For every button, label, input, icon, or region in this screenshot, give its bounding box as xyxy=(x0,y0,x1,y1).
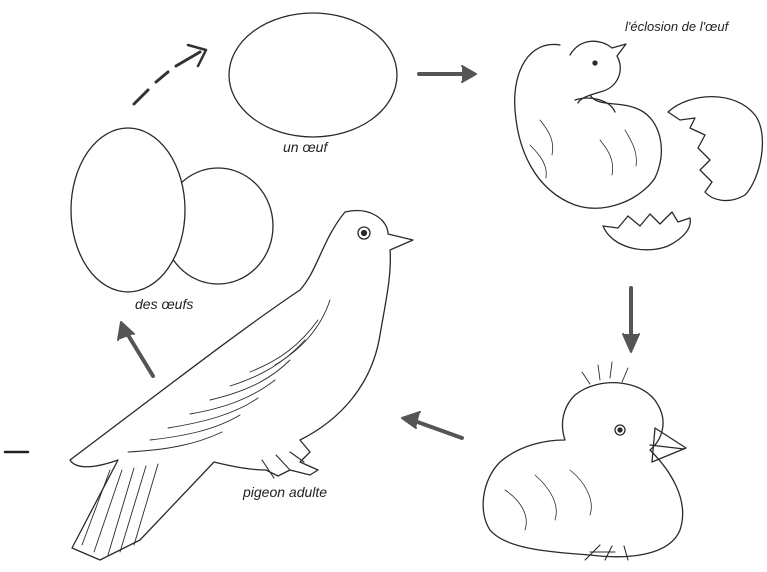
single-egg xyxy=(229,13,397,137)
arrow-chick-to-pigeon xyxy=(402,412,462,438)
arrow-pigeon-to-eggs xyxy=(118,322,153,376)
label-egg: un œuf xyxy=(283,139,327,155)
label-hatching: l'éclosion de l'œuf xyxy=(625,19,728,34)
eggshell-bottom xyxy=(603,212,690,250)
front-egg xyxy=(71,128,185,292)
eggshell-top xyxy=(668,97,762,201)
dashed-arrow xyxy=(134,45,206,104)
hatching-chick xyxy=(515,41,763,250)
label-eggs: des œufs xyxy=(135,296,193,312)
arrow-egg-to-hatching xyxy=(419,66,476,82)
label-adult-pigeon: pigeon adulte xyxy=(243,484,327,500)
fluffy-chick xyxy=(483,362,686,560)
arrow-hatching-to-chick xyxy=(623,288,639,352)
